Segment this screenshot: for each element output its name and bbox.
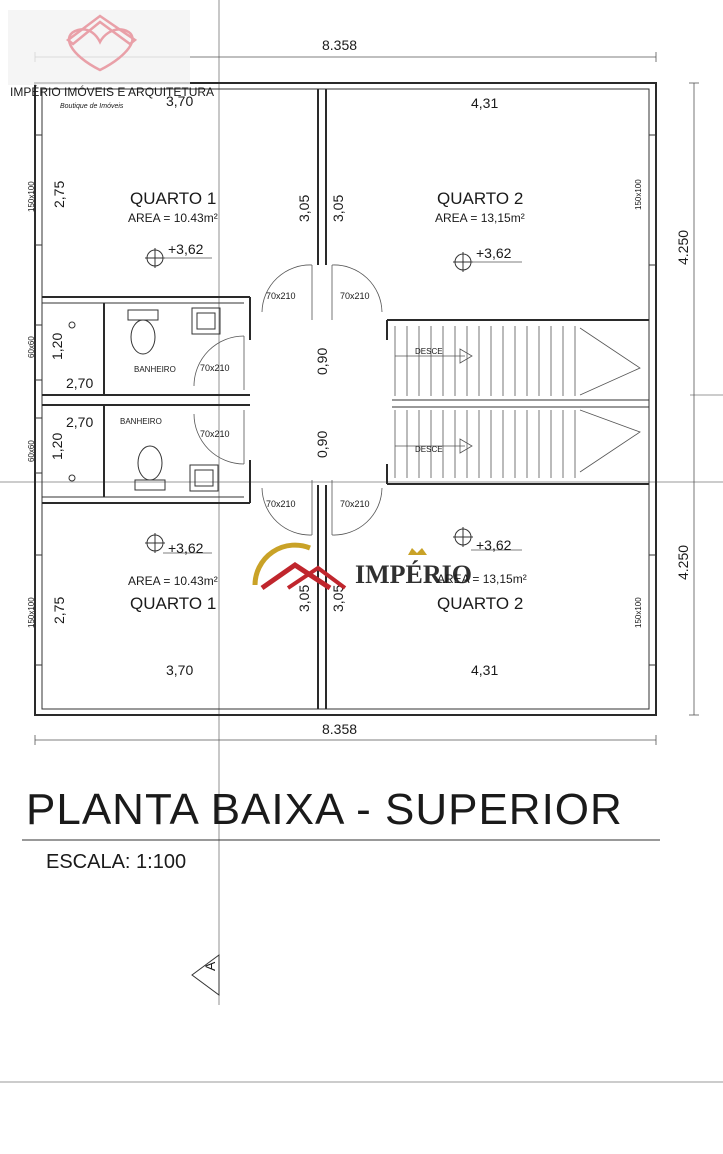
door-label-5: 70x210 — [200, 363, 230, 373]
brand-logo: IMPÉRIO IMÓVEIS E ARQUITETURA Boutique d… — [8, 10, 214, 110]
level-marker: +3,62 — [453, 245, 522, 272]
room-labels: QUARTO 1 AREA = 10.43m² QUARTO 2 AREA = … — [120, 189, 527, 613]
drawing-scale: ESCALA: 1:100 — [46, 851, 186, 873]
brand-name: IMPÉRIO IMÓVEIS E ARQUITETURA — [10, 84, 214, 99]
stair-label-bottom: DESCE — [415, 445, 443, 454]
door-label-2: 70x210 — [340, 291, 370, 301]
title-block: PLANTA BAIXA - SUPERIOR ESCALA: 1:100 — [22, 785, 660, 873]
dim-hall-1: 0,90 — [314, 348, 330, 375]
dim-q2-width-bottom: 4,31 — [471, 662, 498, 678]
drawing-title: PLANTA BAIXA - SUPERIOR — [26, 785, 623, 834]
stair-label-top: DESCE — [415, 347, 443, 356]
dim-bath-height-1: 1,20 — [49, 333, 65, 360]
level-marker: +3,62 — [145, 241, 212, 268]
window-label-1: 150x100 — [27, 181, 36, 212]
dim-q2-width-top: 4,31 — [471, 95, 498, 111]
crown-icon — [408, 548, 427, 555]
outer-walls — [34, 82, 657, 716]
watermark: IMPÉRIO — [252, 542, 472, 591]
door-label-4: 70x210 — [340, 499, 370, 509]
section-marker: A — [191, 954, 220, 996]
dim-bath-height-2: 1,20 — [49, 433, 65, 460]
dim-overall-width-top: 8.358 — [322, 37, 357, 53]
dim-bath-width-2: 2,70 — [66, 414, 93, 430]
level-label: +3,62 — [168, 241, 204, 257]
room-quarto1-bottom: QUARTO 1 — [130, 594, 216, 613]
bathroom-fixtures — [68, 307, 221, 492]
window-label-5: 60x60 — [27, 336, 36, 358]
dimensions: 8.358 8.358 4.250 4.250 3,70 4,31 3,70 4… — [27, 37, 699, 745]
level-marker: +3,62 — [453, 527, 522, 553]
room-banheiro-top: BANHEIRO — [134, 365, 176, 374]
level-label: +3,62 — [476, 537, 512, 553]
dim-room-depth-2: 2,75 — [51, 597, 67, 624]
dim-depth-top: 4.250 — [675, 230, 691, 265]
door-label-1: 70x210 — [266, 291, 296, 301]
dim-room-depth-1: 2,75 — [51, 181, 67, 208]
area-quarto1-bottom: AREA = 10.43m² — [128, 574, 218, 588]
window-label-4: 150x100 — [634, 597, 643, 628]
dim-q1-width-bottom: 3,70 — [166, 662, 193, 678]
area-quarto1-top: AREA = 10.43m² — [128, 211, 218, 225]
window-label-2: 150x100 — [634, 179, 643, 210]
doors: 70x210 70x210 70x210 70x210 70x210 70x21… — [193, 264, 383, 536]
stairs: DESCE DESCE — [394, 326, 641, 478]
dim-bath-width-1: 2,70 — [66, 375, 93, 391]
level-label: +3,62 — [168, 540, 204, 556]
area-quarto2-bottom: AREA = 13,15m² — [437, 572, 527, 586]
door-label-6: 70x210 — [200, 429, 230, 439]
dim-wall-4: 3,05 — [330, 585, 346, 612]
windows — [34, 134, 657, 666]
dim-wall-3: 3,05 — [296, 585, 312, 612]
dim-q1-width-top: 3,70 — [166, 93, 193, 109]
level-label: +3,62 — [476, 245, 512, 261]
dim-wall-2: 3,05 — [330, 195, 346, 222]
door-label-3: 70x210 — [266, 499, 296, 509]
room-quarto2-top: QUARTO 2 — [437, 189, 523, 208]
section-label: A — [202, 961, 218, 971]
room-quarto2-bottom: QUARTO 2 — [437, 594, 523, 613]
watermark-text: IMPÉRIO — [355, 560, 472, 589]
guide-lines — [0, 0, 723, 1083]
brand-tagline: Boutique de Imóveis — [60, 103, 124, 110]
level-markers: +3,62 +3,62 +3,62 +3,62 — [145, 241, 522, 556]
area-quarto2-top: AREA = 13,15m² — [435, 211, 525, 225]
heart-icon — [67, 28, 134, 72]
room-quarto1-top: QUARTO 1 — [130, 189, 216, 208]
room-banheiro-bottom: BANHEIRO — [120, 417, 162, 426]
dim-depth-bottom: 4.250 — [675, 545, 691, 580]
dim-overall-width-bottom: 8.358 — [322, 721, 357, 737]
window-label-3: 150x100 — [27, 597, 36, 628]
dim-wall-1: 3,05 — [296, 195, 312, 222]
window-label-6: 60x60 — [27, 440, 36, 462]
dim-hall-2: 0,90 — [314, 431, 330, 458]
interior-walls — [42, 89, 649, 709]
level-marker: +3,62 — [145, 533, 212, 556]
